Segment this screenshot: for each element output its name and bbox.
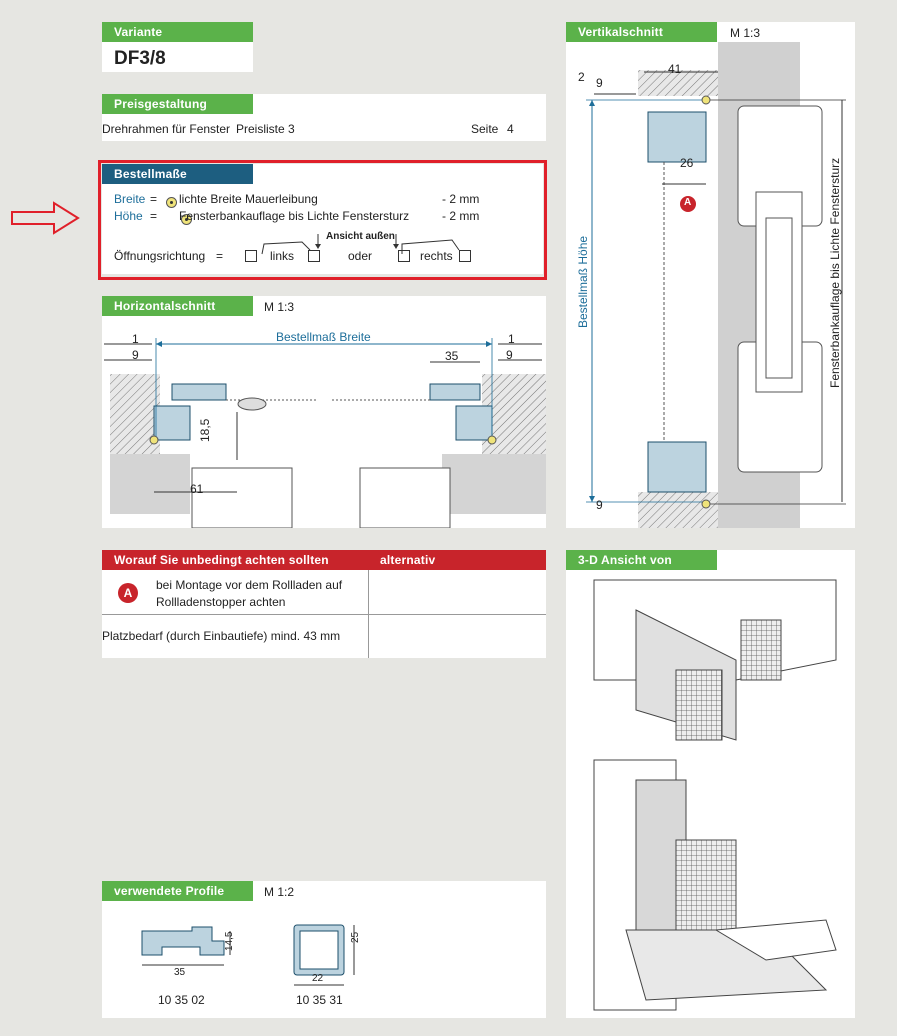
hoehe-text: Fensterbankauflage bis Lichte Fensterstu… (179, 209, 410, 223)
dim-fensterbank: Fensterbankauflage bis Lichte Fensterstu… (828, 157, 842, 388)
preis-panel: Preisgestaltung Drehrahmen für Fenster P… (102, 94, 546, 141)
notes-tab: Worauf Sie unbedingt achten sollten (102, 550, 368, 570)
vertical-scale: M 1:3 (730, 26, 761, 40)
profile-1-label: 10 35 02 (158, 993, 205, 1007)
vertical-tab: Vertikalschnitt (566, 22, 717, 42)
dim-35: 35 (445, 349, 459, 363)
view3d-tab: 3-D Ansicht von außen (566, 550, 717, 587)
dim-2: 2 (578, 70, 585, 84)
rechts-label: rechts (420, 249, 453, 263)
view3d-panel: 3-D Ansicht von außen (566, 550, 855, 1018)
highlight-frame (98, 160, 547, 280)
notes-alt-tab: alternativ (368, 550, 546, 570)
note-2: Platzbedarf (durch Einbautiefe) mind. 43… (102, 629, 341, 643)
dim-1-left: 1 (132, 332, 139, 346)
profile-1-height: 14,5 (224, 931, 235, 951)
profile-scale: M 1:2 (264, 885, 295, 899)
vertical-section-drawing (586, 42, 846, 528)
marker-a-icon: A (118, 583, 138, 603)
dim-41: 41 (668, 62, 682, 76)
arrow-right-icon (11, 201, 80, 235)
marker-dot-icon (166, 197, 177, 208)
hoehe-label: Höhe (114, 209, 143, 223)
links-checkbox-2[interactable] (308, 250, 320, 262)
notes-row-divider (102, 614, 546, 615)
variante-tab: Variante (102, 22, 253, 42)
horizontal-tab: Horizontalschnitt (102, 296, 253, 316)
vertical-panel: Vertikalschnitt M 1:3 41 26 (566, 22, 855, 528)
note-1b: Rollladenstopper achten (156, 595, 286, 609)
marker-a: A (684, 197, 692, 208)
links-checkbox[interactable] (245, 250, 257, 262)
opening-diagram (261, 234, 460, 255)
dim-18-5: 18,5 (198, 418, 212, 442)
preis-list: Preisliste 3 (236, 122, 295, 136)
profile-panel: verwendete Profile M 1:2 35 14,5 10 35 0… (102, 881, 546, 1018)
dim-61: 61 (190, 482, 204, 496)
breite-eq: = (150, 192, 158, 206)
dim-26: 26 (680, 156, 694, 170)
dim-9-top: 9 (596, 76, 603, 90)
dim-breite: Bestellmaß Breite (276, 330, 371, 344)
profile-2-height: 25 (350, 931, 361, 943)
dim-9-left: 9 (132, 348, 139, 362)
view3d-drawing (593, 579, 837, 1011)
preis-page-label: Seite (471, 122, 499, 136)
breite-value: - 2 mm (442, 192, 480, 206)
notes-panel: Worauf Sie unbedingt achten sollten alte… (102, 550, 546, 658)
profile-drawings (141, 924, 355, 986)
ansicht-label: Ansicht außen (326, 231, 395, 242)
horizontal-section-drawing (104, 338, 546, 528)
breite-label: Breite (114, 192, 146, 206)
bestell-tab: Bestellmaße (102, 164, 253, 184)
breite-text: lichte Breite Mauerleibung (179, 192, 318, 206)
profile-2-width: 22 (312, 973, 324, 984)
links-label: links (270, 249, 295, 263)
preis-tab: Preisgestaltung (102, 94, 253, 114)
dim-9-bottom: 9 (596, 498, 603, 512)
oder-label: oder (348, 249, 373, 263)
preis-desc: Drehrahmen für Fenster (102, 122, 231, 136)
profile-tab: verwendete Profile (102, 881, 253, 901)
note-1a: bei Montage vor dem Rollladen auf (156, 578, 343, 592)
variante-value: DF3/8 (114, 48, 166, 69)
horizontal-panel: Horizontalschnitt M 1:3 (102, 296, 546, 528)
oeffnung-eq: = (216, 249, 224, 263)
horizontal-scale: M 1:3 (264, 300, 295, 314)
dim-9-right: 9 (506, 348, 513, 362)
rechts-checkbox[interactable] (398, 250, 410, 262)
preis-page-num: 4 (507, 122, 514, 136)
profile-2-label: 10 35 31 (296, 993, 343, 1007)
profile-1-width: 35 (174, 967, 186, 978)
bestell-panel: Bestellmaße Breite = lichte Breite Mauer… (102, 164, 543, 274)
oeffnung-label: Öffnungsrichtung (114, 249, 206, 263)
dim-hoehe: Bestellmaß Höhe (576, 235, 590, 328)
variante-panel: Variante DF3/8 (102, 22, 253, 72)
dim-1-right: 1 (508, 332, 515, 346)
marker-dot-icon (181, 214, 193, 225)
rechts-checkbox-2[interactable] (459, 250, 471, 262)
hoehe-value: - 2 mm (442, 209, 480, 223)
hoehe-eq: = (150, 209, 158, 223)
